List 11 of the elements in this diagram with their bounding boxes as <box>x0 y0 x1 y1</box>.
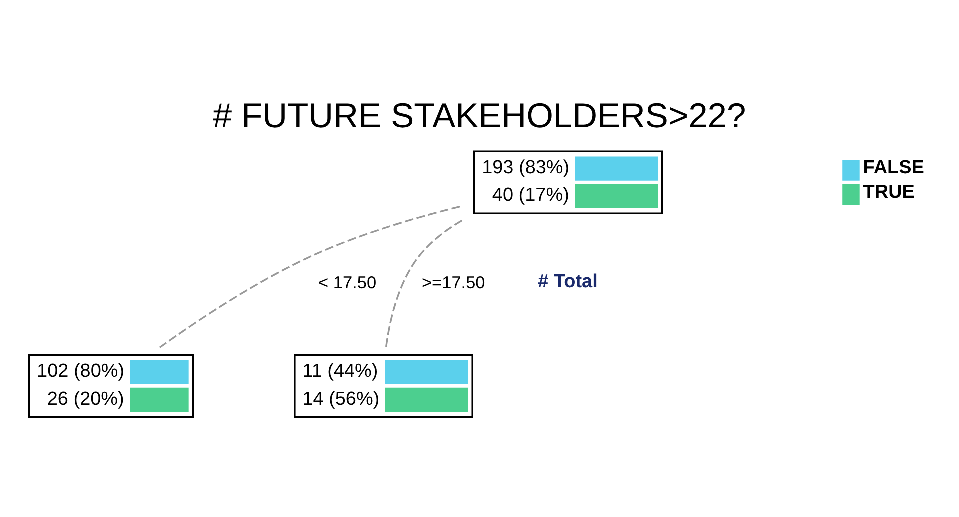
connector <box>385 220 463 348</box>
label: # Total <box>538 271 598 292</box>
edge-label: >=17.50 <box>422 272 486 293</box>
node-box: 11 (44%) 14 (56%) <box>294 354 474 418</box>
legend-label: TRUE <box>863 182 915 203</box>
legend-label: FALSE <box>863 158 924 179</box>
connector <box>159 206 460 348</box>
edge-label: < 17.50 <box>318 272 377 293</box>
node-box: 193 (83%) 40 (17%) <box>473 150 664 215</box>
node-box: 102 (80%) 26 (20%) <box>28 354 194 418</box>
diagram-title: # FUTURE STAKEHOLDERS>22? <box>212 97 746 136</box>
